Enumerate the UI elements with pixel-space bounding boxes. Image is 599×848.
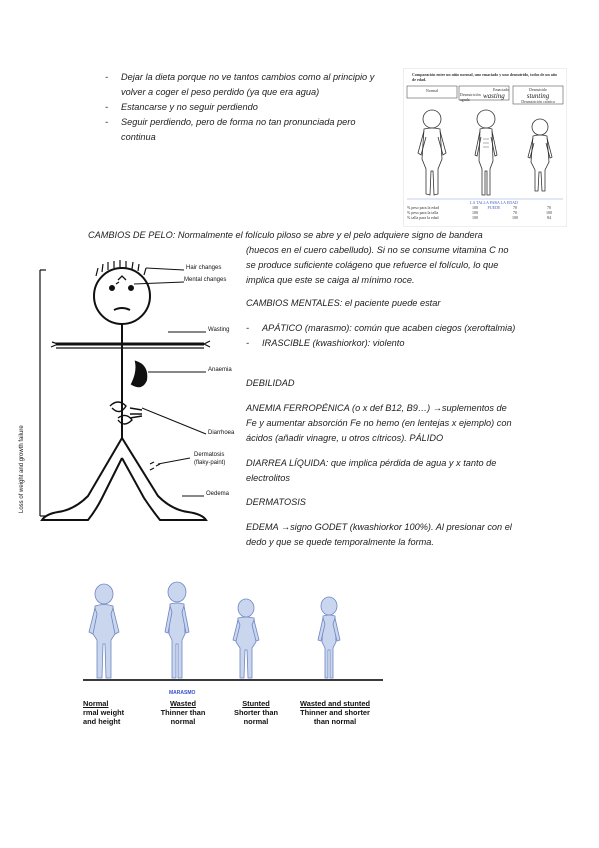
edema-text: EDEMA →signo GODET (kwashiorkor 100%). A… <box>246 522 512 547</box>
caption-line: than normal <box>313 717 357 726</box>
table-row: % talla para la edad 100 100 84 <box>407 215 563 220</box>
cell: 100 <box>546 210 552 215</box>
caption-line: normal <box>243 717 269 726</box>
hair-changes-first-line: CAMBIOS DE PELO: Normalmente el folículo… <box>88 230 483 240</box>
caption-line: and height <box>83 717 121 726</box>
caption-line: Thinner and shorter <box>300 708 370 717</box>
label-mental-changes: Mental changes <box>184 277 227 283</box>
cell: 70 <box>513 205 517 210</box>
caption-title: Wasted <box>169 699 196 708</box>
col-emaciado-sub: Desnutrición aguda <box>460 92 481 102</box>
comparison-table: % peso para la edad 100 70 70 % peso par… <box>407 205 563 220</box>
list-item: Seguir perdiendo, pero de forma no tan p… <box>105 115 390 145</box>
caption-line: rmal weight <box>83 708 125 717</box>
caption-normal: Normal rmal weight and height <box>83 699 129 726</box>
stick-figure-diagram: Loss of weight and growth failure Hair c… <box>18 258 243 530</box>
mental-changes-heading: CAMBIOS MENTALES: el paciente puede esta… <box>246 298 441 308</box>
comparison-figure: Comparación entre un niño normal, uno em… <box>403 68 567 227</box>
growth-comparison-figure: MARASMO Normal rmal weight and height Wa… <box>83 578 383 738</box>
caption-title: Normal <box>83 699 109 708</box>
marasmo-label: MARASMO <box>169 690 196 696</box>
caption-line: Shorter than <box>234 708 278 717</box>
label-oedema: Oedema <box>206 491 230 497</box>
anemia-text: ANEMIA FERROPÉNICA (o x def B12, B9…) →s… <box>246 403 512 443</box>
caption-line: Thinner than <box>160 708 206 717</box>
label-anaemia: Anaemia <box>208 367 232 373</box>
row-label: % peso para la edad <box>407 205 439 210</box>
diarrea-text: DIARREA LÍQUIDA: que implica pérdida de … <box>246 458 497 483</box>
col-emaciado-label: Emaciado <box>493 87 509 92</box>
hair-changes-text: (huecos en el cuero cabelludo). Si no se… <box>246 245 509 285</box>
row-label: % talla para la edad <box>407 215 439 220</box>
footer-note: LA TALLA PARA LA EDAD PUEDE <box>470 200 518 210</box>
caption-title: Wasted and stunted <box>300 699 370 708</box>
dermatosis-heading: DERMATOSIS <box>246 497 306 507</box>
cell: 100 <box>512 215 518 220</box>
caption-stunted: Stunted Shorter than normal <box>226 699 286 726</box>
stick-figure-drawing <box>39 260 211 521</box>
label-hair-changes: Hair changes <box>186 265 222 271</box>
top-bullet-list: Dejar la dieta porque no ve tantos cambi… <box>105 70 390 145</box>
table-row: % peso para la edad 100 70 70 <box>407 205 563 210</box>
col-normal-label: Normal <box>425 88 439 93</box>
cell: 100 <box>472 210 478 215</box>
comparison-title: Comparación entre un niño normal, uno em… <box>412 72 557 82</box>
mental-changes-list: APÁTICO (marasmo): común que acaben cieg… <box>246 321 516 351</box>
list-item: IRASCIBLE (kwashiorkor): violento <box>246 336 516 351</box>
label-diarrhoea: Diarrhoea <box>208 430 235 436</box>
caption-line: normal <box>170 717 196 726</box>
cell: 70 <box>513 210 517 215</box>
comparison-kids-drawing <box>406 85 564 200</box>
label-dermatosis: Dermatosis <box>194 452 225 458</box>
vertical-axis-label: Loss of weight and growth failure <box>19 425 25 513</box>
label-flaky-paint: (flaky-paint) <box>194 460 226 466</box>
cell: 84 <box>547 215 551 220</box>
col-desnutrido-big: stunting <box>526 92 550 100</box>
list-item: Dejar la dieta porque no ve tantos cambi… <box>105 70 390 100</box>
table-row: % peso para la talla 100 70 100 <box>407 210 563 215</box>
row-label: % peso para la talla <box>407 210 439 215</box>
caption-wasted: Wasted Thinner than normal <box>154 699 212 726</box>
col-desnutrido-label: Desnutrido <box>529 87 547 92</box>
caption-title: Stunted <box>242 699 270 708</box>
list-item: Estancarse y no seguir perdiendo <box>105 100 390 115</box>
caption-wasted-and-stunted: Wasted and stunted Thinner and shorter t… <box>293 699 377 726</box>
col-emaciado-big: wasting <box>483 92 505 100</box>
label-wasting: Wasting <box>208 327 230 333</box>
debilidad-heading: DEBILIDAD <box>246 378 295 388</box>
cell: 70 <box>547 205 551 210</box>
list-item: APÁTICO (marasmo): común que acaben cieg… <box>246 321 516 336</box>
cell: 100 <box>472 205 478 210</box>
col-desnutrido-sub: Desnutrición crónica <box>521 99 555 104</box>
kids-illustration <box>83 581 383 681</box>
cell: 100 <box>472 215 478 220</box>
